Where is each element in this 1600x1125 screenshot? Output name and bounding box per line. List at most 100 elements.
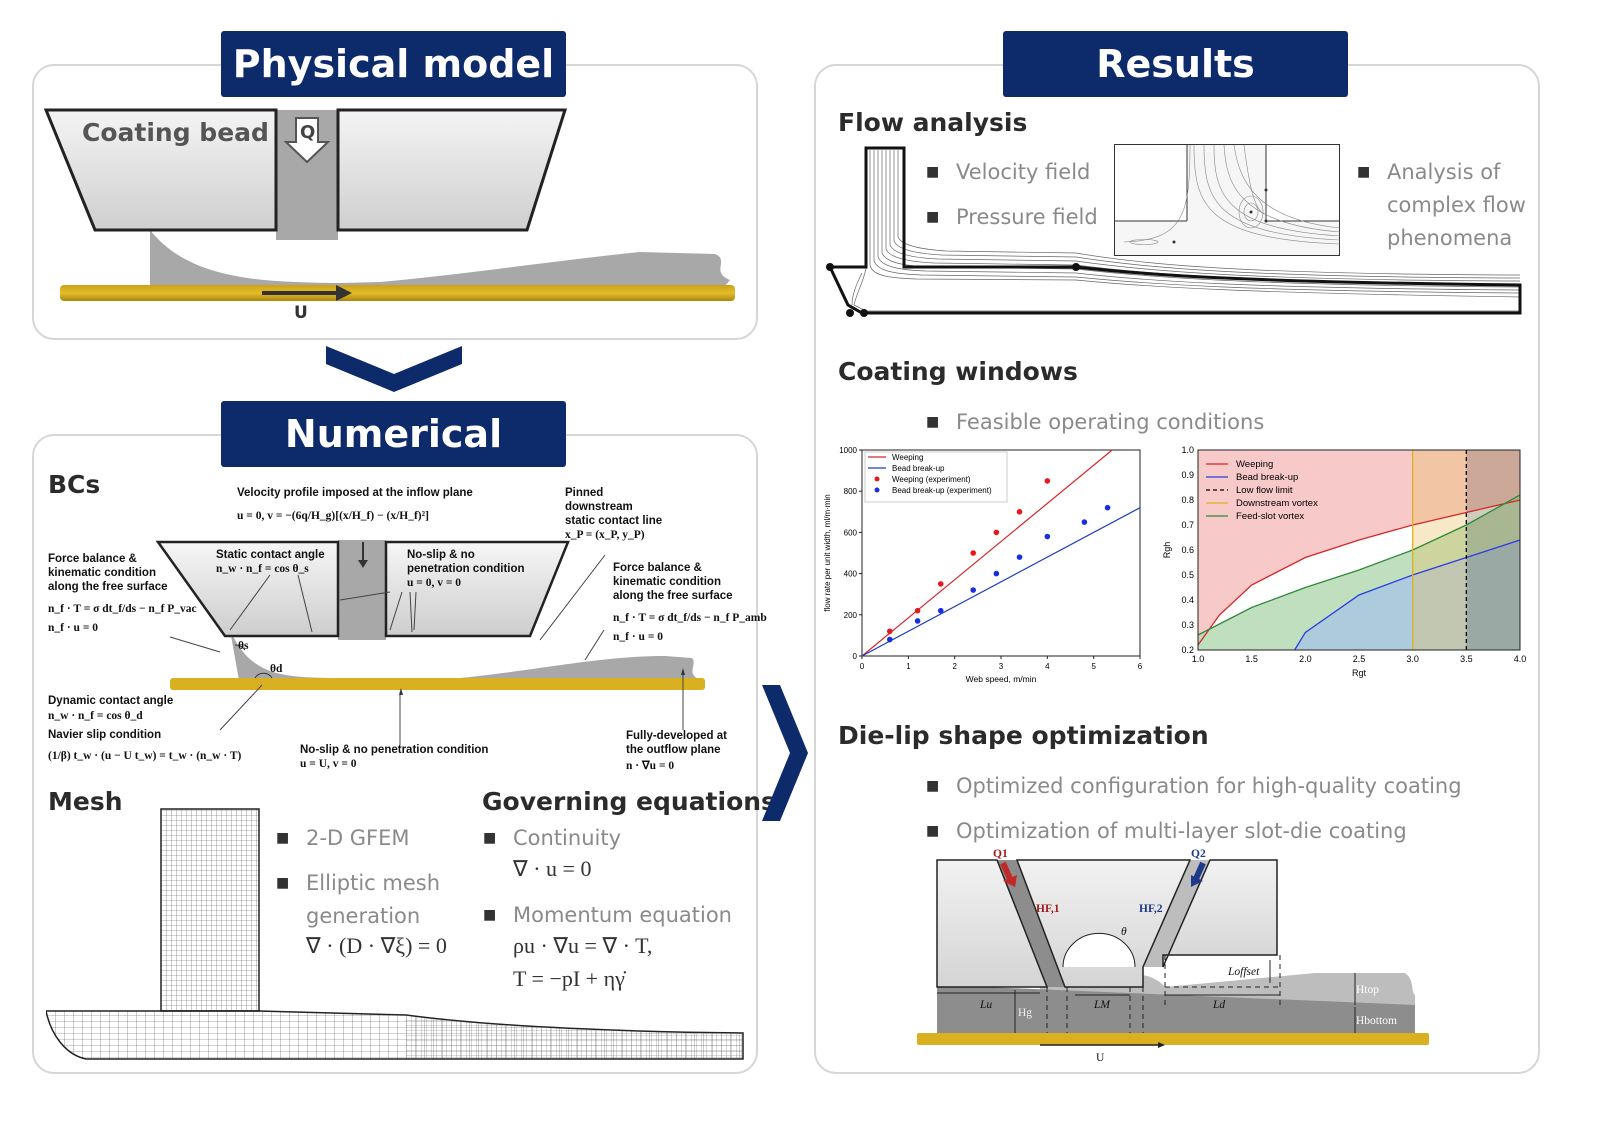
u-label-physical: U	[294, 303, 308, 323]
die-u-label: U	[1096, 1052, 1105, 1064]
navier-slip-label: Navier slip condition	[48, 729, 162, 741]
x-tick-label: 2.0	[1299, 654, 1312, 664]
web-substrate	[60, 285, 735, 301]
x-tick-label: 3	[999, 662, 1004, 671]
stress-equation: T = −pI + ηγ̇	[513, 966, 625, 991]
physical-model-title: Physical model	[221, 31, 566, 97]
downstream-vortex-region	[1412, 450, 1467, 650]
flow-arrow-icon	[283, 117, 331, 164]
pinned-contact-label: Pinned downstream static contact line	[565, 487, 663, 527]
dielip-bullet-optimized: ■Optimized configuration for high-qualit…	[926, 774, 1462, 798]
windows-bullet-feasible: ■Feasible operating conditions	[926, 410, 1265, 434]
right-die-block	[336, 108, 568, 232]
x-tick-label: 1.0	[1192, 654, 1205, 664]
momentum-equation: ρu · ∇u = ∇ · T,	[513, 933, 653, 958]
die-hf1-label: HF,1	[1036, 903, 1060, 915]
force-balance-right-label: Force balance & kinematic condition alon…	[613, 562, 733, 602]
x-tick-label: 4	[1045, 662, 1050, 671]
y-tick-label: 0.3	[1181, 620, 1194, 630]
x-tick-label: 3.0	[1406, 654, 1419, 664]
low-flow-region	[1466, 450, 1520, 650]
data-point	[937, 607, 944, 614]
y-tick-label: 1.0	[1181, 445, 1194, 455]
mesh-equation: ∇ · (D · ∇ξ) = 0	[306, 933, 447, 958]
chevron-down-icon	[326, 346, 462, 392]
series-line	[861, 449, 1113, 657]
data-point	[1044, 533, 1051, 540]
data-point	[1104, 504, 1111, 511]
y-tick-label: 0.4	[1181, 595, 1194, 605]
left-die-block	[43, 108, 278, 232]
flow-field-diagram	[826, 146, 1522, 317]
coating-bead-label: Coating bead	[82, 118, 269, 147]
force-balance-right-eq2: n_f · u = 0	[613, 631, 664, 643]
force-balance-left-eq2: n_f · u = 0	[48, 622, 99, 634]
y-tick-label: 0.2	[1181, 645, 1194, 655]
data-point	[970, 550, 976, 556]
legend-label: Bead break-up (experiment)	[892, 486, 992, 495]
legend-label: Weeping (experiment)	[892, 475, 971, 484]
die-ld-label: Ld	[1213, 999, 1226, 1011]
data-point	[1081, 519, 1088, 525]
velocity-profile-equation: u = 0, v = −(6q/H_g)[(x/H_f) − (x/H_f)²]	[237, 510, 429, 522]
x-tick-label: 1	[906, 662, 911, 671]
x-axis-label: Web speed, m/min	[966, 674, 1037, 684]
results-title: Results	[1003, 31, 1348, 97]
bcs-diagram	[155, 540, 705, 745]
y-tick-label: 0.6	[1181, 545, 1194, 555]
q-label: Q	[300, 122, 316, 143]
y-tick-label: 600	[844, 528, 858, 537]
die-theta-label: θ	[1121, 926, 1127, 938]
bcs-heading: BCs	[48, 470, 101, 499]
theta-d-label: θd	[270, 663, 283, 675]
noslip-bottom-equation: u = U, v = 0	[300, 758, 357, 770]
legend-label: Downstream vortex	[1236, 498, 1318, 509]
series-line	[861, 507, 1141, 657]
x-axis-label: Rgt	[1352, 668, 1367, 678]
fully-developed-equation: n · ∇u = 0	[626, 760, 675, 772]
flow-bullet-pressure: ■Pressure field	[926, 205, 1098, 229]
y-tick-label: 0.7	[1181, 520, 1194, 530]
die-lm-label: LM	[1094, 999, 1110, 1011]
data-point	[993, 529, 1000, 536]
die-loffset-label: Loffset	[1228, 966, 1260, 978]
flow-analysis-heading: Flow analysis	[838, 108, 1028, 137]
multilayer-die-diagram	[917, 859, 1429, 1048]
vortex-inset-image	[1114, 144, 1340, 256]
noslip-top-label: No-slip & no penetration condition	[407, 549, 525, 575]
mesh-bullet-gfem: ■2-D GFEM	[276, 826, 410, 850]
force-balance-left-label: Force balance & kinematic condition alon…	[48, 553, 168, 593]
die-hg-label: Hg	[1018, 1007, 1033, 1019]
y-tick-label: 1000	[839, 446, 857, 455]
force-balance-right-eq1: n_f · T = σ dt_f/ds − n_f P_amb	[613, 612, 767, 624]
legend-label: Bead break-up	[1236, 472, 1298, 483]
die-hf2-label: HF,2	[1139, 903, 1163, 915]
data-point	[937, 581, 944, 587]
die-hbottom-label: Hbottom	[1356, 1015, 1397, 1027]
dynamic-angle-label: Dynamic contact angle	[48, 695, 174, 707]
fully-developed-label: Fully-developed at the outflow plane	[626, 730, 727, 756]
data-point	[914, 607, 921, 614]
data-point	[1044, 478, 1051, 484]
legend-label: Bead break-up	[892, 464, 945, 473]
pinned-contact-equation: x_P = (x_P, y_P)	[565, 529, 645, 541]
bead-breakup-region	[1294, 540, 1520, 650]
die-q2-label: Q2	[1191, 848, 1206, 860]
y-tick-label: 0	[853, 652, 858, 661]
noslip-bottom-label: No-slip & no penetration condition	[300, 744, 489, 756]
data-point	[887, 636, 893, 643]
continuity-equation: ∇ · u = 0	[513, 856, 592, 881]
x-tick-label: 0	[860, 662, 865, 671]
weeping-curve	[1197, 499, 1521, 646]
navier-slip-equation: (1/β) t_w · (u − U t_w) = t_w · (n_w · T…	[48, 750, 242, 762]
physical-model-diagram	[43, 108, 735, 301]
legend-box	[864, 451, 1008, 503]
legend-label: Feed-slot vortex	[1236, 511, 1304, 522]
chevron-right-icon	[762, 685, 808, 821]
data-point	[993, 570, 1000, 577]
coating-bead-fluid	[150, 230, 730, 293]
theta-s-label: θs	[238, 640, 249, 652]
x-tick-label: 4.0	[1514, 654, 1527, 664]
